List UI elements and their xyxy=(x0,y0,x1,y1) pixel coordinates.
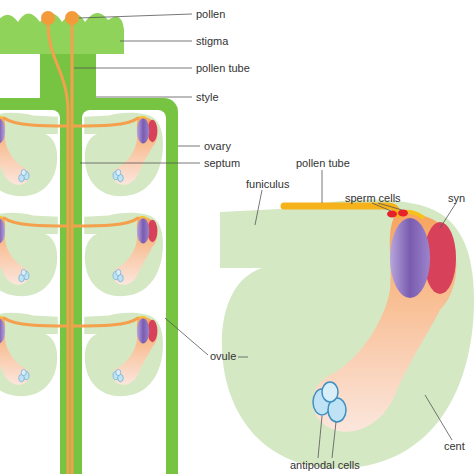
ovary-wall xyxy=(0,98,178,474)
part-label: style xyxy=(196,91,219,103)
part-label: funiculus xyxy=(246,178,289,190)
pollen-grain xyxy=(65,11,79,25)
part-label: cent xyxy=(444,440,465,452)
leader-line xyxy=(74,14,456,458)
part-label: sperm cells xyxy=(345,192,401,204)
part-label: septum xyxy=(204,157,240,169)
part-label: pollen tube xyxy=(296,157,350,169)
pollen-tube-enlarged xyxy=(284,206,398,214)
part-label: pollen xyxy=(196,8,225,20)
pollen-tube-line xyxy=(4,24,138,474)
part-label: ovary xyxy=(204,140,231,152)
part-label: pollen tube xyxy=(196,62,250,74)
sperm-cell xyxy=(398,210,408,217)
part-label: ovule xyxy=(210,350,236,362)
part-label: stigma xyxy=(196,35,228,47)
pollen-grain xyxy=(41,11,55,25)
stigma-shape xyxy=(0,13,124,54)
sperm-cell xyxy=(387,211,397,218)
locule xyxy=(0,110,60,474)
part-label: syn xyxy=(448,192,465,204)
part-label: antipodal cells xyxy=(290,459,360,471)
locule xyxy=(82,110,166,474)
ovule-enlarged xyxy=(220,199,474,468)
